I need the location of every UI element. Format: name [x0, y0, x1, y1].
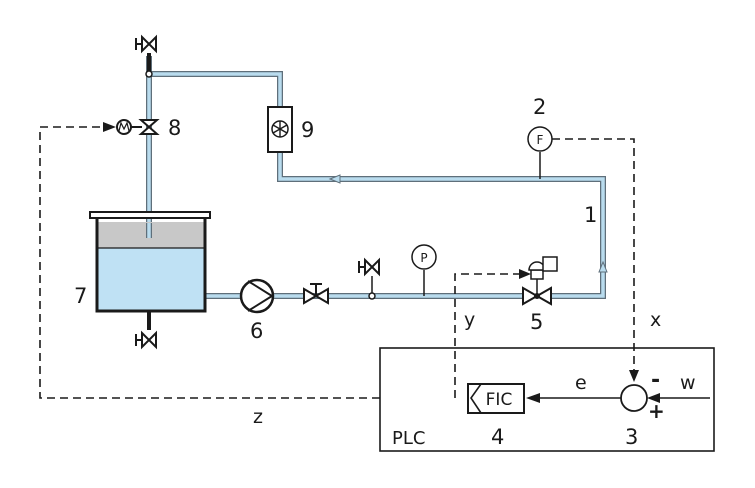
pressure-gauge: P — [411, 244, 437, 296]
flow-arrow-right — [598, 260, 608, 273]
label-flow-indicator: 9 — [301, 118, 314, 142]
drain-valve-bottom — [135, 330, 157, 350]
label-flow-meter: 2 — [533, 95, 546, 119]
process-pipes — [142, 56, 608, 299]
flow-meter-symbol: F — [537, 133, 544, 147]
control-valve — [522, 256, 558, 306]
tank-lid — [89, 211, 211, 219]
signal-x-arrow — [629, 370, 639, 382]
label-tank: 7 — [74, 284, 87, 308]
fic-tag: FIC — [486, 390, 513, 410]
label-controller: 4 — [491, 425, 504, 449]
tank-water — [97, 248, 205, 311]
signal-z-arrow — [103, 122, 116, 132]
tank — [89, 211, 211, 350]
flow-indicator — [267, 106, 293, 153]
label-pump: 6 — [250, 319, 263, 343]
hand-valve — [303, 283, 329, 305]
flow-meter: F — [527, 126, 553, 179]
flow-arrow-top — [328, 174, 341, 184]
vent-valve-top — [135, 34, 157, 78]
motor-icon — [116, 119, 132, 135]
fic-controller: FIC — [467, 383, 525, 414]
signal-lines — [39, 126, 635, 399]
comparator-plus: + — [648, 399, 665, 423]
comparator-minus: - — [651, 368, 660, 393]
sample-valve — [358, 257, 380, 300]
signal-e-arrow — [526, 393, 540, 403]
label-control-valve: 5 — [530, 310, 543, 334]
signal-x-line — [552, 138, 635, 370]
signal-e-label: e — [575, 372, 587, 394]
label-comparator: 3 — [625, 425, 638, 449]
signal-y-line — [454, 273, 519, 398]
pressure-symbol: P — [420, 251, 427, 265]
pump — [239, 278, 275, 314]
signal-z-line — [39, 126, 380, 399]
signal-x-label: x — [650, 309, 661, 331]
comparator — [620, 384, 648, 412]
signal-y-arrow — [519, 269, 531, 279]
signal-w-arrow — [647, 393, 660, 403]
label-pipe: 1 — [584, 203, 597, 227]
plc-label: PLC — [392, 428, 425, 449]
signal-z-label: z — [253, 406, 263, 428]
label-motor-valve: 8 — [168, 116, 181, 140]
plc-box — [379, 347, 715, 452]
motor-valve — [116, 119, 160, 135]
signal-w-label: w — [680, 372, 696, 394]
signal-y-label: y — [464, 309, 475, 331]
